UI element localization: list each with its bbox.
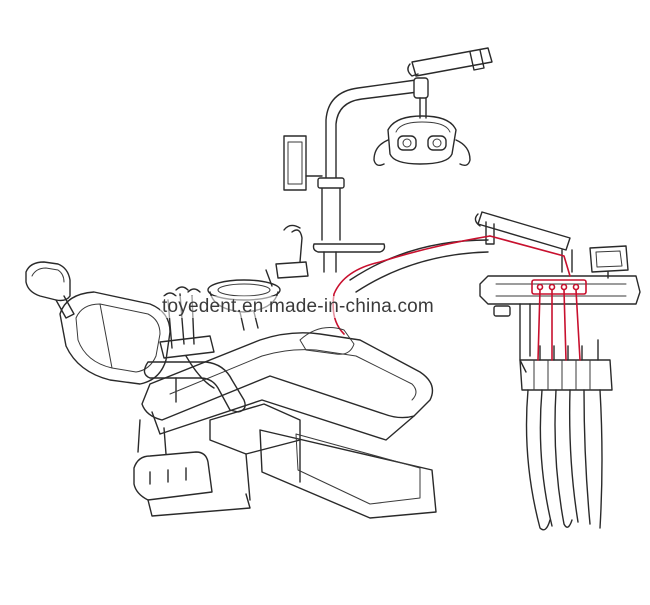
headrest	[25, 261, 75, 319]
handpiece-hoses	[525, 389, 603, 531]
operating-light-arm	[325, 47, 493, 183]
delivery-arm	[349, 211, 573, 293]
main-pole	[283, 135, 386, 273]
watermark-text: toyedent.en.made-in-china.com	[160, 296, 436, 318]
seat	[141, 327, 434, 441]
armrest	[143, 361, 246, 413]
backrest	[59, 291, 171, 385]
operating-light-head	[373, 115, 471, 167]
chair-base	[133, 403, 437, 519]
instrument-tray	[479, 245, 641, 373]
